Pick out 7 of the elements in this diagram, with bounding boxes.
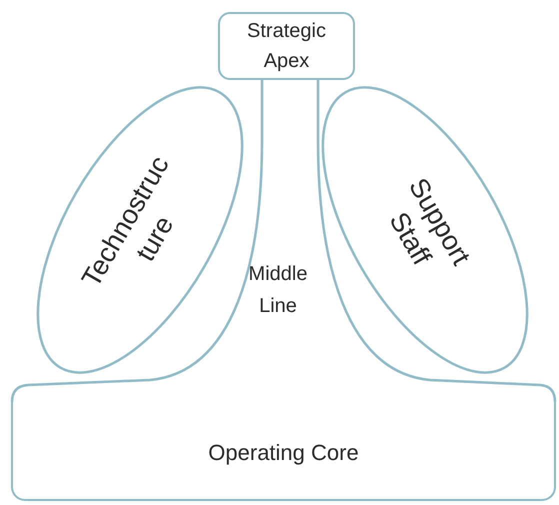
node-label: Strategic Apex bbox=[246, 19, 327, 74]
rounded-box bbox=[11, 400, 556, 501]
node-label: Operating Core bbox=[208, 439, 359, 467]
ellipse bbox=[321, 86, 529, 374]
node-label: Middle Line bbox=[248, 262, 308, 319]
ellipse bbox=[36, 86, 244, 374]
rounded-box bbox=[218, 12, 355, 80]
